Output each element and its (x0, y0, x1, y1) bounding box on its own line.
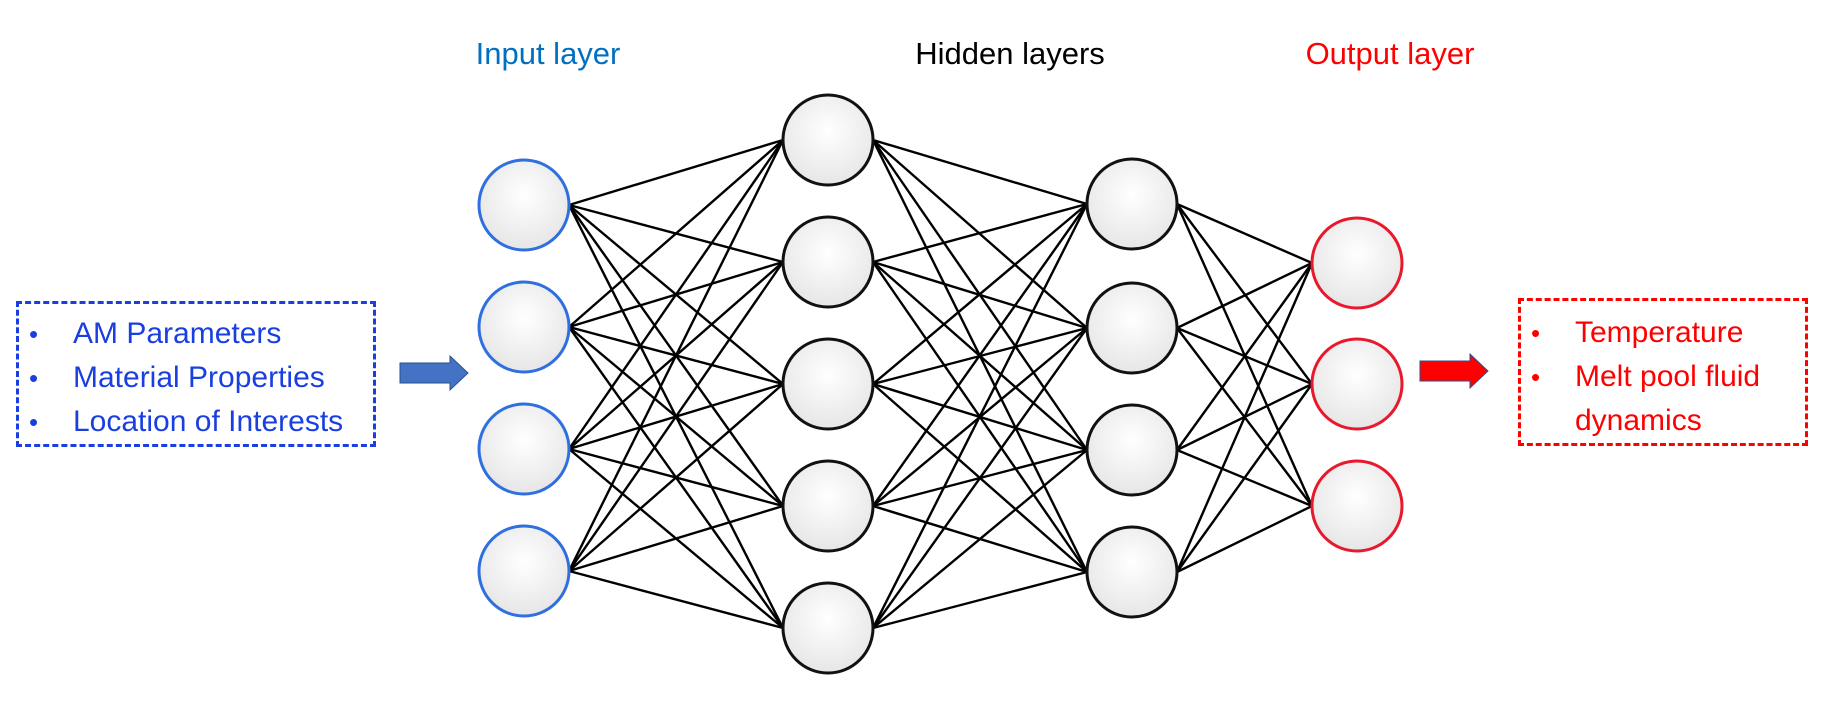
input-item-location-of-interests: • Location of Interests (19, 400, 373, 444)
output-layer-title: Output layer (1305, 36, 1475, 71)
outputs-box: • Temperature • Melt pool fluid dynamics (1518, 298, 1808, 446)
output-arrow-icon (1419, 352, 1489, 390)
bullet-icon: • (29, 363, 39, 393)
connection-line (1176, 262, 1313, 451)
input-node (477, 402, 571, 496)
connection-line (1175, 262, 1314, 573)
network-nodes (477, 93, 1404, 675)
hidden1-node (781, 459, 875, 553)
input-arrow-icon (399, 354, 469, 392)
input-node (477, 158, 571, 252)
connection-line (1176, 383, 1313, 573)
input-item-am-parameters: • AM Parameters (19, 312, 373, 356)
connection-line (1176, 202, 1313, 265)
bullet-icon: • (29, 319, 39, 349)
hidden2-node (1085, 157, 1179, 251)
inputs-box: • AM Parameters • Material Properties • … (16, 301, 376, 447)
bullet-icon: • (1531, 318, 1541, 348)
connection-line (1176, 261, 1313, 330)
output-node (1310, 459, 1404, 553)
connection-line (872, 138, 1088, 206)
hidden1-node (781, 93, 875, 187)
hidden2-node (1085, 403, 1179, 497)
connection-line (872, 203, 1088, 385)
connection-line (568, 504, 784, 573)
input-item-material-properties: • Material Properties (19, 356, 373, 400)
input-node (477, 280, 571, 374)
hidden1-node (781, 337, 875, 431)
hidden-layers-title: Hidden layers (915, 36, 1105, 71)
hidden1-node (781, 215, 875, 309)
connection-line (568, 569, 784, 630)
output-item-melt-pool-fluid-dynamics: • Melt pool fluid dynamics (1521, 355, 1785, 443)
output-item-temperature: • Temperature (1521, 311, 1805, 355)
bullet-icon: • (29, 407, 39, 437)
output-node (1310, 337, 1404, 431)
connection-line (568, 261, 784, 572)
connection-line (872, 203, 1088, 507)
flow-arrows (399, 352, 1489, 392)
connection-line (568, 139, 784, 450)
connection-line (568, 138, 784, 207)
outputs-list: • Temperature • Melt pool fluid dynamics (1521, 311, 1805, 443)
connection-line (872, 449, 1088, 629)
hidden1-node (781, 581, 875, 675)
inputs-list: • AM Parameters • Material Properties • … (19, 312, 373, 444)
connection-line (568, 383, 784, 572)
connection-line (871, 203, 1089, 629)
connection-line (1176, 203, 1313, 385)
connection-line (872, 327, 1088, 629)
hidden2-node (1085, 281, 1179, 375)
bullet-icon: • (1531, 362, 1541, 392)
connection-line (872, 202, 1088, 264)
connection-line (568, 139, 784, 328)
input-layer-title: Input layer (475, 36, 621, 71)
input-node (477, 524, 571, 618)
connection-line (1176, 504, 1313, 574)
connection-lines (567, 138, 1314, 630)
output-node (1310, 216, 1404, 310)
connection-line (567, 139, 785, 572)
connection-line (872, 570, 1088, 630)
hidden2-node (1085, 525, 1179, 619)
